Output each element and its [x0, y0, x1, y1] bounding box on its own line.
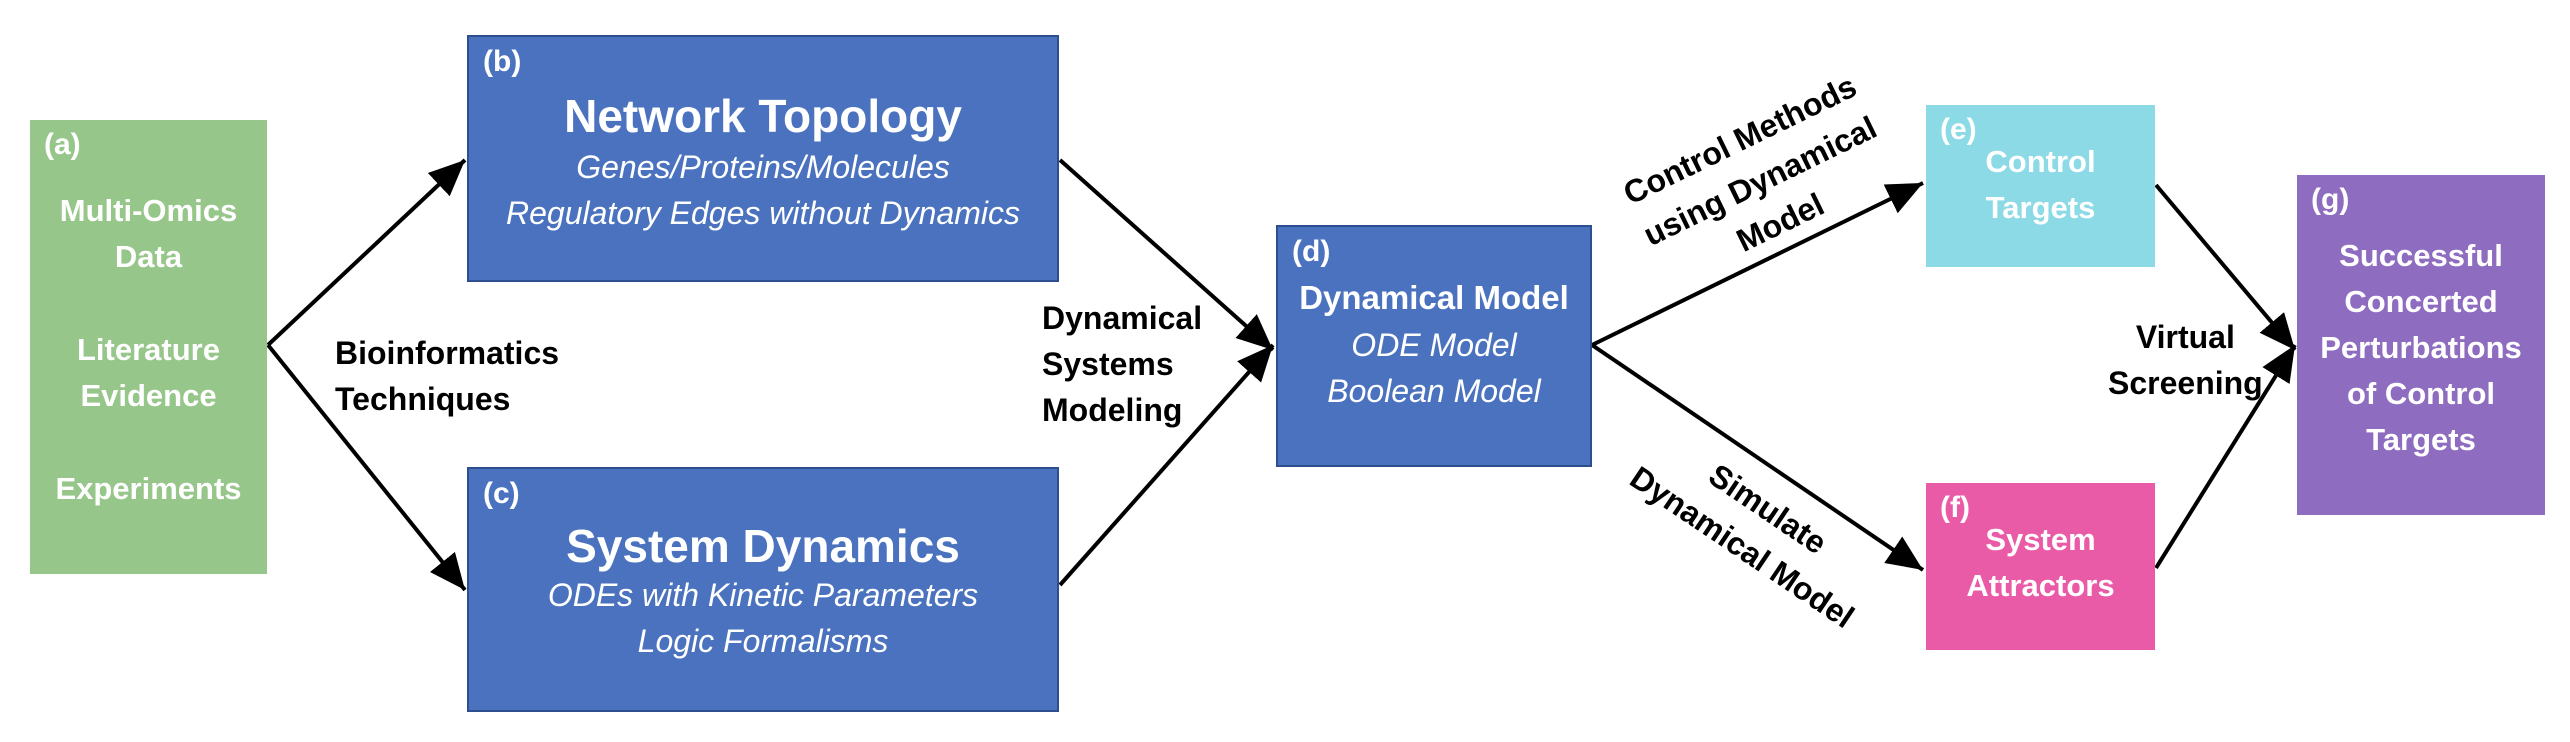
label-dynamical-systems-line-0: Dynamical — [1042, 300, 1203, 336]
box-a-item-1: Data — [114, 239, 183, 274]
box-f-line-0: System — [1985, 522, 2096, 557]
arrow-d-to-f — [1590, 343, 1925, 572]
box-c-tag: (c) — [483, 477, 520, 510]
box-g-perturbations: (g) Successful Concerted Perturbations o… — [2297, 175, 2545, 515]
arrow-e-to-g — [2154, 183, 2297, 352]
box-e-control-targets: (e) Control Targets — [1926, 105, 2155, 267]
box-d-line-1: Boolean Model — [1327, 373, 1541, 409]
label-bioinformatics: Bioinformatics Techniques — [335, 330, 559, 422]
box-a-inputs: (a) Multi-Omics Data Literature Evidence… — [30, 120, 267, 574]
box-f-system-attractors: (f) System Attractors — [1926, 483, 2155, 650]
arrow-b-to-d — [1058, 158, 1275, 352]
box-f-tag: (f) — [1940, 491, 1970, 524]
box-a-item-3: Evidence — [80, 378, 217, 413]
box-a-item-4: Experiments — [55, 471, 242, 506]
label-virtual-screening: Virtual Screening — [2108, 314, 2263, 406]
box-e-line-1: Targets — [1985, 190, 2096, 225]
box-g-line-4: Targets — [2366, 422, 2476, 457]
box-c-line-1: Logic Formalisms — [637, 623, 889, 659]
box-g-line-3: of Control — [2346, 376, 2496, 411]
box-g-line-0: Successful — [2339, 238, 2503, 273]
box-e-tag: (e) — [1940, 113, 1977, 146]
box-d-line-0: ODE Model — [1351, 327, 1517, 363]
label-virtual-screening-line-1: Screening — [2108, 365, 2263, 401]
arrow-a-to-c — [266, 343, 467, 592]
box-a-item-2: Literature — [77, 332, 220, 367]
box-b-tag: (b) — [483, 45, 522, 78]
box-c-title: System Dynamics — [566, 520, 960, 572]
label-bioinformatics-line-0: Bioinformatics — [335, 335, 560, 371]
box-f-line-1: Attractors — [1966, 568, 2115, 603]
arrow-c-to-d — [1058, 343, 1275, 587]
box-b-network-topology: (b) Network Topology Genes/Proteins/Mole… — [467, 35, 1059, 282]
box-a-item-0: Multi-Omics — [59, 193, 238, 228]
box-g-line-1: Concerted — [2344, 284, 2498, 319]
label-virtual-screening-line-0: Virtual — [2135, 319, 2235, 355]
box-b-line-1: Regulatory Edges without Dynamics — [505, 195, 1020, 231]
box-d-dynamical-model: (d) Dynamical Model ODE Model Boolean Mo… — [1276, 225, 1592, 467]
arrow-f-to-g — [2154, 343, 2297, 570]
box-c-line-0: ODEs with Kinetic Parameters — [547, 577, 979, 613]
label-dynamical-systems-line-2: Modeling — [1042, 392, 1183, 428]
box-g-tag: (g) — [2311, 183, 2350, 216]
label-bioinformatics-line-1: Techniques — [335, 381, 511, 417]
box-b-title: Network Topology — [564, 90, 962, 142]
box-d-tag: (d) — [1292, 235, 1331, 268]
label-dynamical-systems-line-1: Systems — [1042, 346, 1174, 382]
box-a-tag: (a) — [44, 128, 81, 161]
box-e-line-0: Control — [1985, 144, 2096, 179]
box-b-line-0: Genes/Proteins/Molecules — [576, 149, 950, 185]
box-g-line-2: Perturbations — [2320, 330, 2522, 365]
label-dynamical-systems: Dynamical Systems Modeling — [1042, 295, 1202, 433]
arrow-a-to-b — [266, 158, 467, 347]
box-c-system-dynamics: (c) System Dynamics ODEs with Kinetic Pa… — [467, 467, 1059, 712]
arrow-d-to-e — [1591, 181, 1924, 347]
box-d-title: Dynamical Model — [1299, 279, 1569, 316]
